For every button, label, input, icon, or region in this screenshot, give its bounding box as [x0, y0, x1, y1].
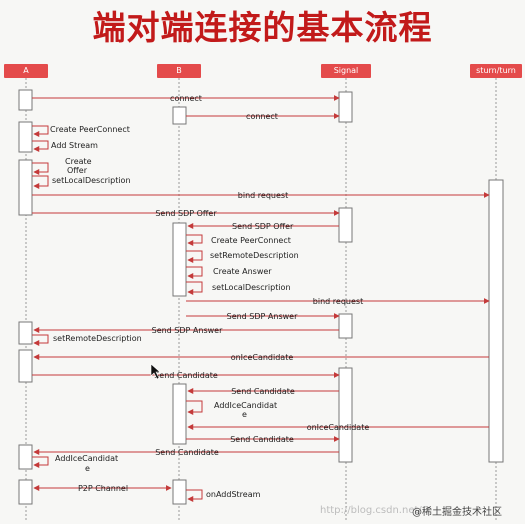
label-connect-b: connect: [246, 112, 278, 121]
activation-turn-1: [488, 179, 504, 463]
arrow-set-local-b: [186, 281, 203, 295]
lane-header-turn: sturn/turn: [470, 64, 522, 78]
lane-header-a: A: [4, 64, 48, 78]
label-add-cand-b-1: AddIceCandidat: [214, 401, 277, 410]
activation-b-3: [172, 383, 187, 445]
label-create-pc-b: Create PeerConnect: [211, 236, 291, 245]
label-set-remote-a: setRemoteDescription: [53, 334, 142, 343]
label-add-cand-a-2: e: [85, 464, 90, 473]
activation-signal-3: [338, 313, 353, 339]
activation-a-1: [18, 89, 33, 111]
activation-signal-4: [338, 367, 353, 463]
label-ice-b: onIceCandidate: [307, 423, 370, 432]
lane-header-signal: Signal: [321, 64, 371, 78]
label-create-offer-1: Create: [65, 157, 92, 166]
arrow-on-add-stream: [186, 489, 203, 502]
label-send-cand-b: Send Candidate: [230, 435, 294, 444]
activation-signal-2: [338, 207, 353, 243]
arrow-add-cand-a: [32, 456, 49, 468]
diagram-title: 端对端连接的基本流程: [92, 8, 433, 47]
label-connect-a: connect: [170, 94, 202, 103]
activation-b-1: [172, 106, 187, 125]
activation-b-2: [172, 222, 187, 297]
label-send-answer-a: Send SDP Answer: [152, 326, 223, 335]
label-send-offer-b: Send SDP Offer: [232, 222, 294, 231]
activation-b-4: [172, 479, 187, 505]
arrow-set-remote-a: [32, 334, 49, 346]
label-send-cand-a: Send Candidate: [154, 371, 218, 380]
label-create-offer-2: Offer: [67, 166, 88, 175]
activation-a-5: [18, 349, 33, 383]
label-send-offer-a: Send SDP Offer: [155, 209, 217, 218]
label-add-cand-b-2: e: [242, 410, 247, 419]
arrow-set-remote-b: [186, 250, 203, 263]
arrow-create-pc-b: [186, 234, 203, 246]
label-send-cand-to-b: Send Candidate: [231, 387, 295, 396]
arrow-add-stream: [32, 140, 49, 152]
label-bind-b: bind request: [313, 297, 363, 306]
activation-a-4: [18, 321, 33, 345]
label-send-answer-b: Send SDP Answer: [227, 312, 298, 321]
label-send-cand-to-a: Send Candidate: [155, 448, 219, 457]
label-set-local-a: setLocalDescription: [52, 176, 131, 185]
label-set-local-b: setLocalDescription: [212, 283, 291, 292]
arrow-set-local-a: [32, 175, 49, 189]
label-create-pc-a: Create PeerConnect: [50, 125, 130, 134]
activation-a-7: [18, 479, 33, 505]
label-p2p: P2P Channel: [78, 484, 128, 493]
source-badge: @稀土掘金技术社区: [412, 507, 502, 518]
label-add-stream: Add Stream: [51, 141, 98, 150]
activation-a-6: [18, 444, 33, 470]
arrow-create-pc-a: [32, 125, 49, 137]
arrow-create-answer: [186, 266, 203, 279]
mouse-cursor-icon: [150, 363, 161, 380]
arrow-add-cand-b: [186, 400, 203, 415]
watermark: http://blog.csdn.net/: [320, 505, 422, 516]
label-create-answer: Create Answer: [213, 267, 272, 276]
activation-a-3: [18, 159, 33, 216]
label-ice-a: onIceCandidate: [231, 353, 294, 362]
lane-header-b: B: [157, 64, 201, 78]
label-on-add-stream: onAddStream: [206, 490, 261, 499]
arrow-create-offer: [32, 162, 49, 175]
label-set-remote-b: setRemoteDescription: [210, 251, 299, 260]
label-bind-a: bind request: [238, 191, 288, 200]
activation-a-2: [18, 121, 33, 153]
activation-signal-1: [338, 91, 353, 123]
label-add-cand-a-1: AddIceCandidat: [55, 454, 118, 463]
